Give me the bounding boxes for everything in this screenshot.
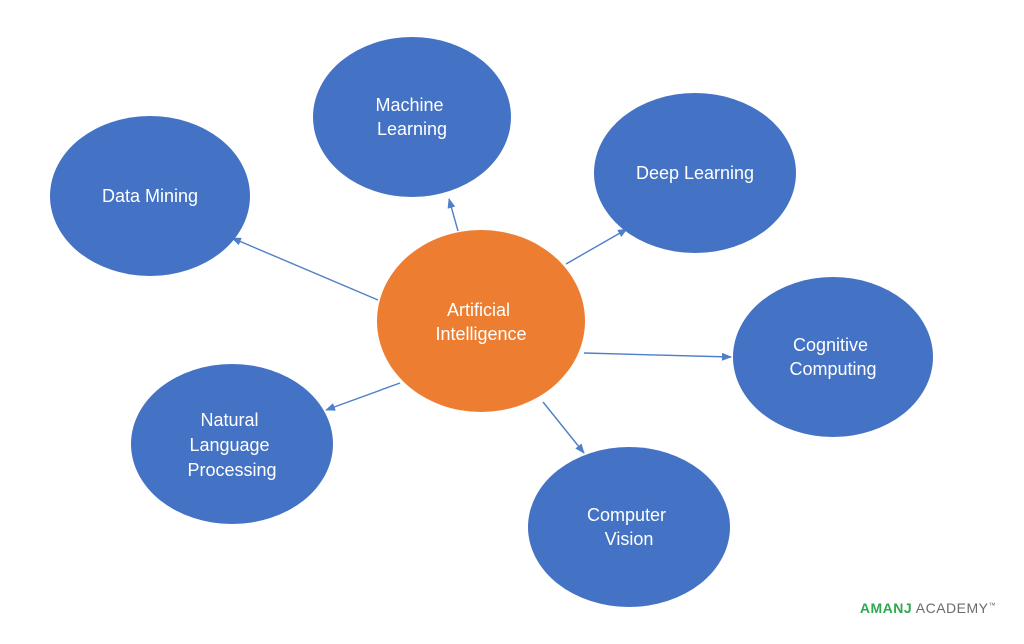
edge-to-cognitive-computing [583, 352, 732, 361]
edge-to-deep-learning [565, 228, 628, 265]
node-natural-language-processing-line-2: Language [189, 435, 269, 455]
node-computer-vision: Computer Vision [528, 447, 730, 607]
node-deep-learning-shape [594, 93, 796, 253]
center-node-label: Artificial Intelligence [435, 300, 526, 344]
node-cognitive-computing-label: Cognitive Computing [789, 335, 876, 379]
node-machine-learning-label: Machine Learning [375, 95, 448, 139]
node-data-mining-shape [50, 116, 250, 276]
node-computer-vision-label: Computer Vision [587, 505, 671, 549]
center-node-shape [377, 230, 585, 412]
node-cognitive-computing: Cognitive Computing [733, 277, 933, 437]
center-node-line-2: Intelligence [435, 324, 526, 344]
node-machine-learning-shape [313, 37, 511, 197]
center-node-line-1: Artificial [447, 300, 510, 320]
node-machine-learning-line-1: Machine [375, 95, 443, 115]
logo-word-amanj: AMANJ [859, 600, 913, 616]
node-data-mining-label: Data Mining [102, 186, 198, 206]
node-deep-learning-line-1: Deep Learning [636, 163, 754, 183]
node-natural-language-processing: Natural Language Processing [131, 364, 333, 524]
node-machine-learning: Machine Learning [313, 37, 511, 197]
edges [231, 198, 732, 454]
node-natural-language-processing-line-3: Processing [187, 460, 276, 480]
node-cognitive-computing-line-2: Computing [789, 359, 876, 379]
edge-to-natural-language-processing [325, 382, 401, 411]
trademark-symbol: ™ [988, 602, 996, 610]
node-data-mining-line-1: Data Mining [102, 186, 198, 206]
edge-to-computer-vision [542, 401, 585, 454]
node-natural-language-processing-shape [131, 364, 333, 524]
node-machine-learning-line-2: Learning [377, 119, 447, 139]
edge-to-machine-learning [447, 198, 459, 232]
node-natural-language-processing-label: Natural Language Processing [187, 410, 276, 480]
logo-word-academy: ACADEMY [912, 600, 989, 616]
node-cognitive-computing-line-1: Cognitive [793, 335, 868, 355]
node-deep-learning: Deep Learning [594, 93, 796, 253]
node-computer-vision-shape [528, 447, 730, 607]
node-computer-vision-line-1: Computer [587, 505, 666, 525]
node-deep-learning-label: Deep Learning [636, 163, 754, 183]
node-computer-vision-line-2: Vision [605, 529, 654, 549]
amanj-academy-logo: AMANJ ACADEMY™ [860, 600, 996, 616]
edge-to-data-mining [231, 237, 379, 301]
node-data-mining: Data Mining [50, 116, 250, 276]
node-cognitive-computing-shape [733, 277, 933, 437]
node-artificial-intelligence: Artificial Intelligence [377, 230, 585, 412]
node-natural-language-processing-line-1: Natural [200, 410, 258, 430]
